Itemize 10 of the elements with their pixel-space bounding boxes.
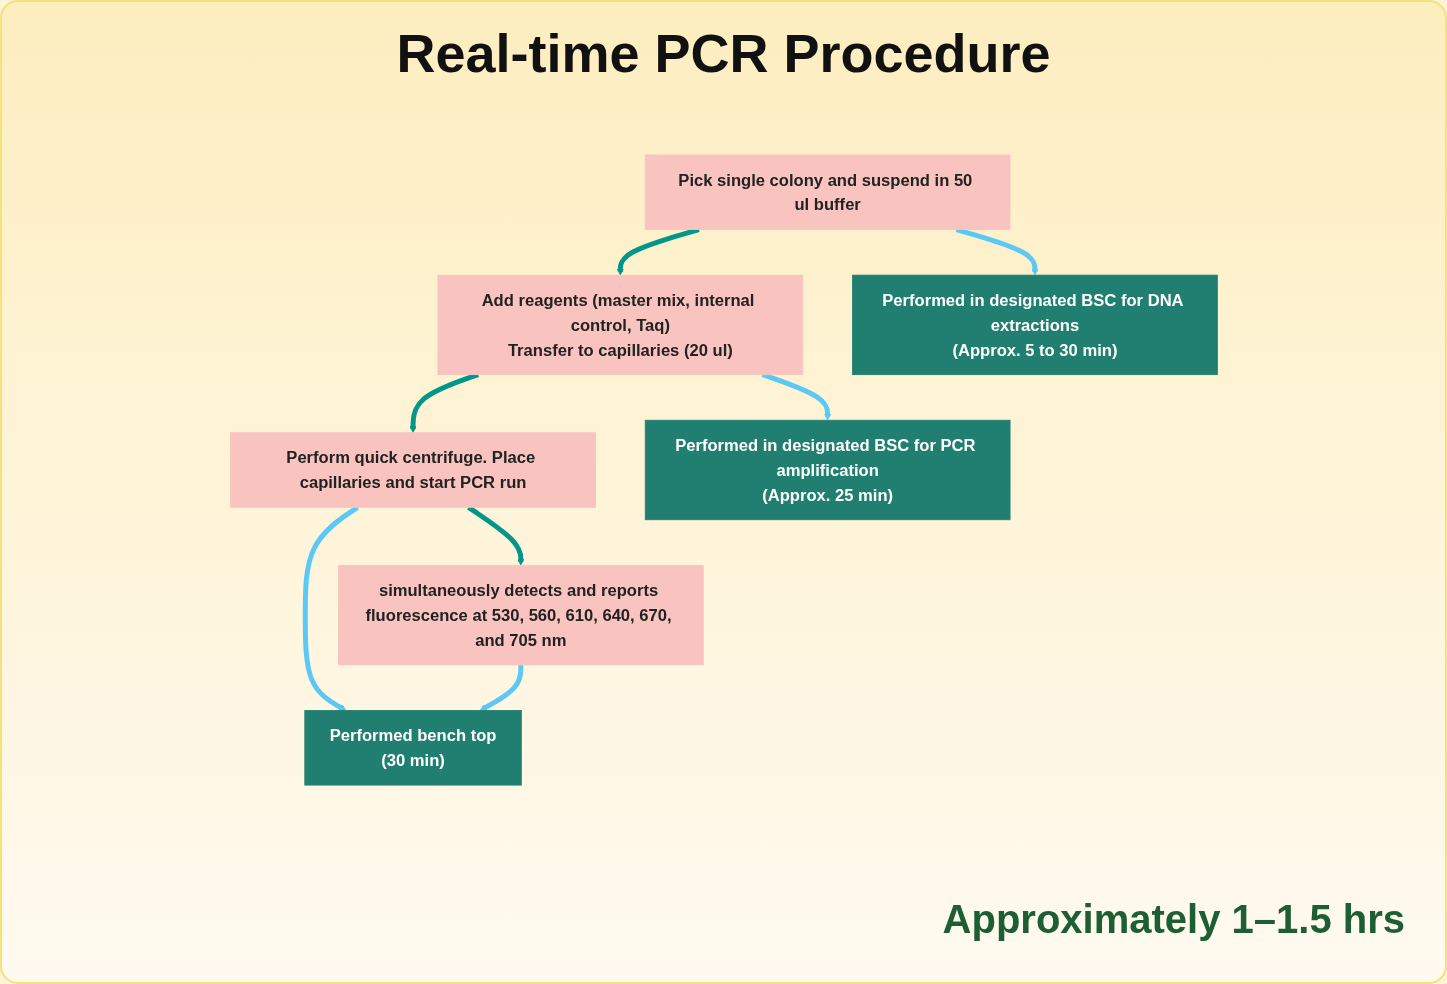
node-box: Add reagents (master mix, internal control, Taq) Transfer to capillaries (20 ul) [437, 274, 803, 376]
node-box: Perform quick centrifuge. Place capillaries and start PCR run [229, 432, 596, 508]
node-box: simultaneously detects and reports fluorescence at 530, 560, 610, 640, 670, and 705 nm [337, 564, 704, 666]
node-box: Performed bench top (30 min) [303, 710, 522, 786]
node-box: Pick single colony and suspend in 50 ul buffer [644, 154, 1010, 230]
diagram-title: Real-time PCR Procedure [395, 22, 1052, 84]
node-box: Performed in designated BSC for PCR amplification (Approx. 25 min) [644, 419, 1010, 521]
node-box: Performed in designated BSC for DNA extractions (Approx. 5 to 30 min) [851, 274, 1218, 376]
arrow [479, 664, 523, 712]
duration-note: Approximately 1–1.5 hrs [942, 897, 1405, 942]
